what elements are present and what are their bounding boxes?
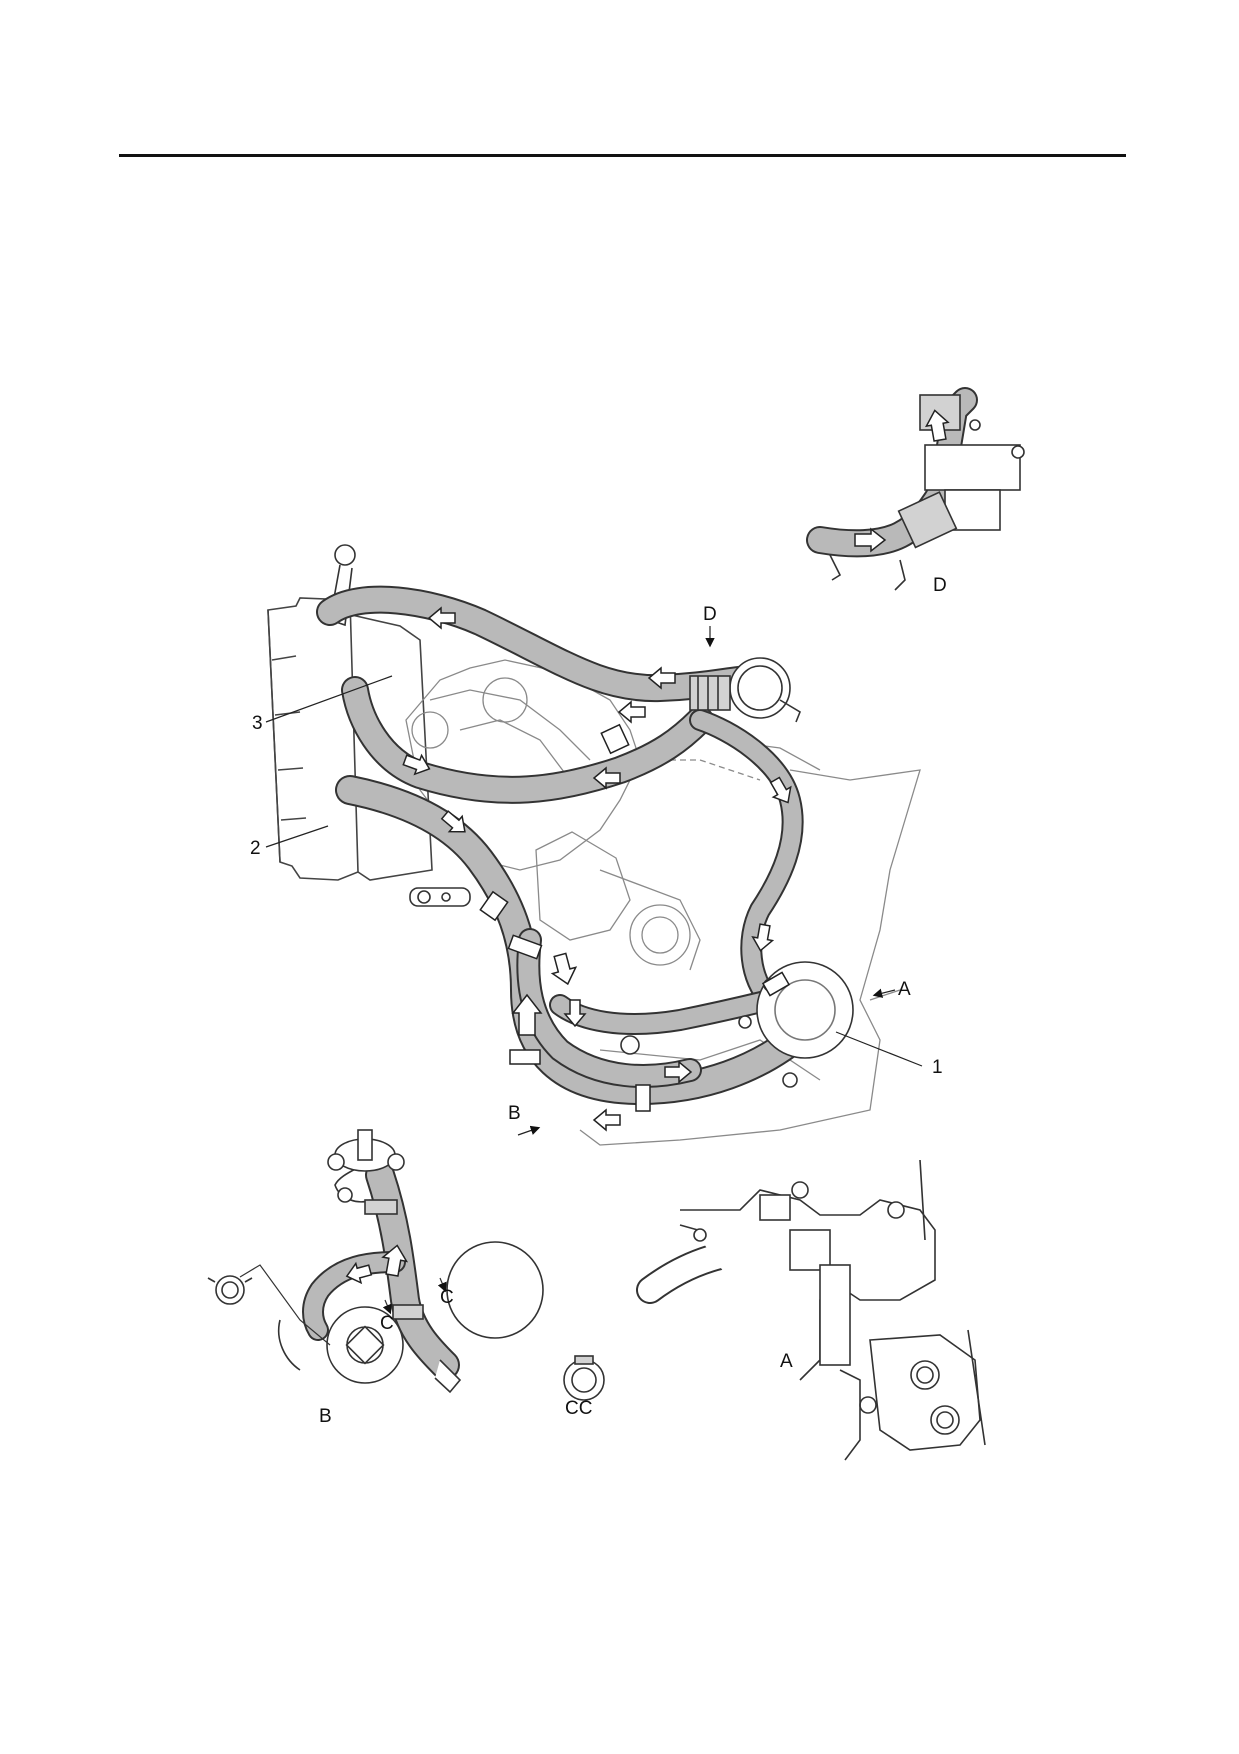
flow-direction-arrow — [345, 1261, 373, 1285]
main-assembly — [265, 544, 923, 1146]
hose-clamp-icon — [635, 1084, 651, 1112]
view-b-title: B — [319, 1406, 332, 1427]
view-b-arrow-label: B — [508, 1103, 521, 1124]
hose-clamps — [479, 723, 791, 1112]
hose-clamp-icon — [479, 890, 509, 922]
flow-arrows — [402, 606, 792, 1132]
flow-direction-arrow — [592, 1108, 621, 1132]
flow-direction-arrow — [550, 952, 578, 986]
flow-direction-arrow — [924, 409, 950, 442]
view-cc-detail — [563, 1355, 605, 1401]
radiator — [267, 597, 433, 881]
hose-clamp-icon — [761, 971, 791, 997]
flow-direction-arrow — [381, 1244, 409, 1277]
flow-direction-arrow — [402, 753, 431, 776]
view-d-arrow-label: D — [703, 604, 717, 625]
hose-clamp-icon — [507, 934, 543, 960]
flow-direction-arrow — [751, 923, 775, 952]
flow-direction-arrow — [854, 527, 887, 553]
callout-part-1: 1 — [932, 1057, 943, 1078]
view-a-arrow-label: A — [898, 979, 911, 1000]
flow-direction-arrow — [440, 810, 466, 833]
thermostat-housing — [689, 657, 801, 723]
flow-direction-arrow — [617, 700, 646, 724]
hose-clamp-icon — [600, 723, 630, 755]
view-b-detail — [207, 1129, 544, 1394]
header-rule — [119, 154, 1126, 157]
flow-direction-arrow — [592, 766, 621, 790]
flow-direction-arrow — [563, 999, 587, 1028]
flow-direction-arrow — [511, 993, 543, 1036]
flow-direction-arrow — [769, 776, 792, 804]
view-a-title: A — [780, 1351, 793, 1372]
view-d-detail — [806, 387, 1025, 591]
flow-direction-arrow — [427, 606, 456, 630]
section-cc-title: CC — [565, 1398, 593, 1419]
flow-direction-arrow — [647, 666, 676, 690]
callout-part-2: 2 — [250, 838, 261, 859]
flow-direction-arrow — [664, 1060, 693, 1084]
section-c-label-1: C — [380, 1313, 394, 1334]
callout-part-3: 3 — [252, 713, 263, 734]
hose-clamp-icon — [509, 1049, 541, 1065]
view-a-detail — [636, 1159, 986, 1461]
view-d-title: D — [933, 575, 947, 596]
section-c-label-2: C — [440, 1287, 454, 1308]
callout-leaders — [265, 626, 923, 1136]
